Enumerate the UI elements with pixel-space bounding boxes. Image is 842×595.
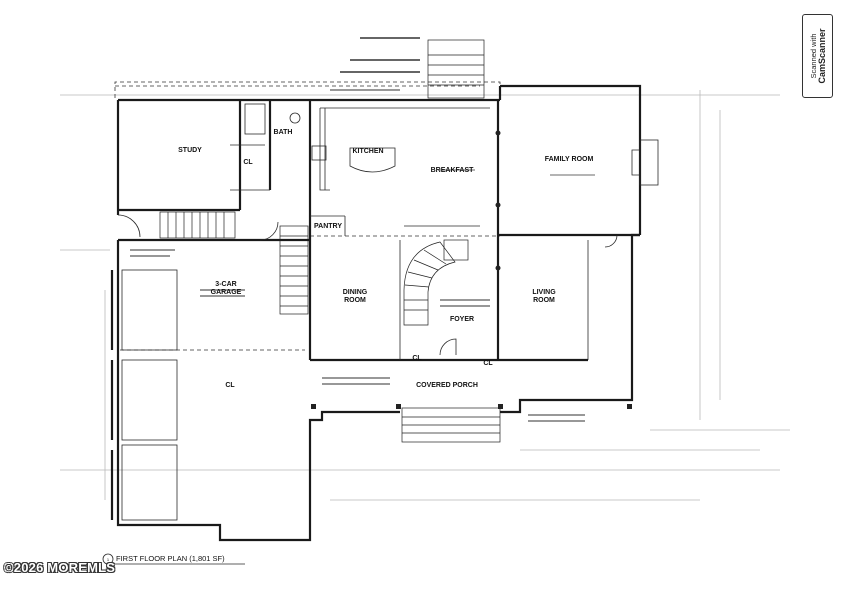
fireplace: [639, 139, 659, 186]
label-pantry: PANTRY: [314, 223, 342, 230]
faint-background-lines: [60, 90, 790, 501]
plan-marker: 1: [107, 557, 110, 562]
scanner-line2: CamScanner: [816, 28, 827, 84]
overhang-dashed-lines: [114, 81, 501, 351]
annotation-lines: [130, 37, 595, 422]
label-closet-garage: CL: [225, 382, 235, 389]
kitchen-island: [349, 147, 396, 173]
plan-title: 1 FIRST FLOOR PLAN (1,801 SF): [102, 553, 245, 565]
label-bath: BATH: [274, 129, 293, 136]
label-garage-2: GARAGE: [211, 289, 242, 296]
label-closet-foyer-left: CL: [412, 355, 422, 362]
label-closet-study: CL: [243, 159, 253, 166]
label-garage-1: 3-CAR: [215, 281, 236, 288]
label-dining-1: DINING: [343, 289, 368, 296]
label-foyer: FOYER: [450, 316, 474, 323]
label-covered-porch: COVERED PORCH: [416, 382, 478, 389]
bath-fixture: [289, 112, 301, 124]
bath-tub: [244, 103, 266, 135]
interior-walls: [118, 100, 640, 362]
garage-doors: [104, 269, 178, 521]
garage-stair: [279, 225, 309, 315]
porch-columns: [311, 130, 632, 409]
label-dining-2: ROOM: [344, 297, 366, 304]
porch-steps: [401, 407, 501, 443]
mls-watermark: ©2026 MOREMLS: [4, 560, 116, 575]
camscanner-badge: Scanned with CamScanner: [802, 14, 833, 98]
label-family-room: FAMILY ROOM: [545, 156, 594, 163]
label-living-1: LIVING: [532, 289, 556, 296]
label-breakfast: BREAKFAST: [431, 167, 475, 174]
label-closet-foyer-right: CL: [483, 360, 493, 367]
plan-title-text: FIRST FLOOR PLAN (1,801 SF): [116, 554, 225, 563]
door-swings: [117, 214, 618, 356]
kitchen-range: [311, 145, 327, 161]
study-stair: [159, 211, 236, 239]
label-kitchen: KITCHEN: [352, 148, 383, 155]
rear-stair: [427, 39, 485, 99]
foyer-stair: [403, 239, 469, 326]
exterior-walls: [116, 84, 659, 542]
label-living-2: ROOM: [533, 297, 555, 304]
label-study: STUDY: [178, 147, 202, 154]
